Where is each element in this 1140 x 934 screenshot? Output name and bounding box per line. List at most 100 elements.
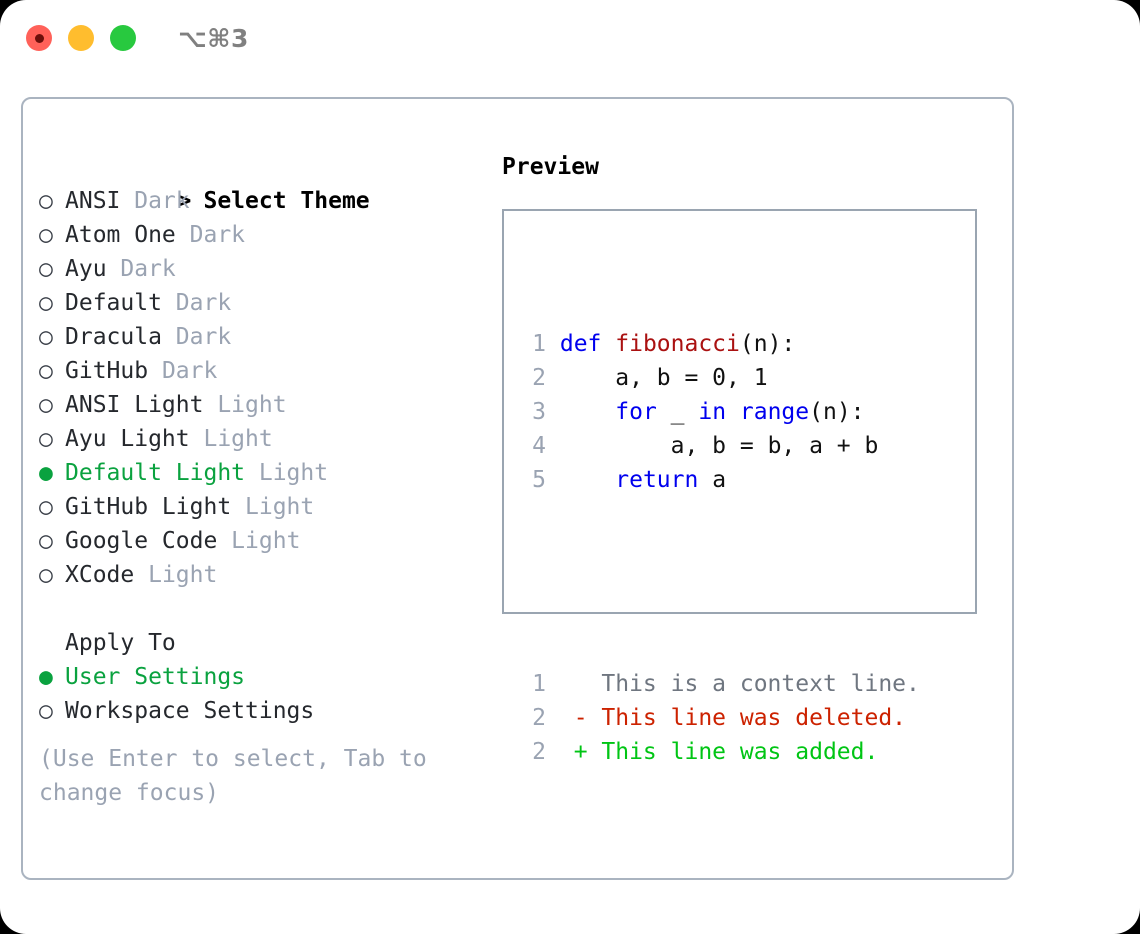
theme-item-variant-tag: Dark (161, 324, 232, 350)
theme-item-label: Dracula (65, 324, 162, 350)
theme-list-item[interactable]: ● Default Light Light (39, 456, 499, 490)
code-token: (n): (739, 331, 796, 357)
code-token (560, 399, 615, 425)
diff-line-number: 1 (532, 671, 546, 697)
code-token: a, b = b, a + b (559, 433, 879, 459)
theme-list-item[interactable]: ○ Atom One Dark (39, 218, 499, 252)
diff-line: 1 This is a context line. (518, 667, 920, 701)
code-line: 3 for _ in range(n): (518, 395, 920, 429)
code-line-number: 5 (532, 467, 546, 493)
theme-list-item[interactable]: ○ANSI Dark (39, 184, 499, 218)
apply-to-heading: Apply To (65, 630, 176, 656)
apply-to-option[interactable]: ○ Workspace Settings (39, 694, 499, 728)
diff-sign (546, 671, 601, 697)
theme-item-variant-tag: Light (203, 392, 287, 418)
diff-sign: + (546, 739, 602, 765)
radio-selected-icon[interactable]: ● (39, 460, 53, 486)
code-token: def (559, 331, 616, 357)
theme-item-variant-tag: Light (134, 562, 218, 588)
radio-unselected-icon[interactable]: ○ (39, 358, 53, 384)
theme-item-label: Default Light (65, 460, 246, 486)
code-line: 4 a, b = b, a + b (518, 429, 920, 463)
theme-item-label: Ayu Light (65, 426, 190, 452)
code-token: a (698, 467, 727, 493)
cursor-arrow-icon: > (177, 188, 192, 214)
theme-item-variant-tag: Dark (161, 290, 232, 316)
traffic-light-buttons (26, 25, 136, 51)
radio-unselected-icon[interactable]: ○ (39, 494, 53, 520)
minimize-button-icon[interactable] (68, 25, 94, 51)
apply-to-option-label: Workspace Settings (65, 698, 315, 724)
theme-item-variant-tag: Dark (120, 188, 190, 214)
code-line-number: 2 (532, 365, 546, 391)
close-button-icon[interactable] (26, 25, 52, 51)
theme-list-item[interactable]: ○ GitHub Light Light (39, 490, 499, 524)
radio-unselected-icon[interactable]: ○ (39, 290, 53, 316)
radio-unselected-icon[interactable]: ○ (39, 698, 53, 724)
code-token: return (615, 467, 699, 493)
theme-picker-column: >Select Theme ○ANSI Dark○Atom One Dark○A… (39, 150, 499, 810)
theme-item-label: GitHub (65, 358, 149, 384)
theme-list-item[interactable]: ○ Dracula Dark (39, 320, 499, 354)
diff-text: This line was deleted. (601, 705, 907, 731)
select-theme-heading: > Select Theme (39, 150, 499, 214)
radio-unselected-icon[interactable]: ○ (39, 256, 53, 282)
theme-list-item[interactable]: ○ GitHub Dark (39, 354, 499, 388)
radio-selected-icon[interactable]: ● (39, 664, 53, 690)
diff-line: 2 - This line was deleted. (518, 701, 920, 735)
diff-line-number: 2 (532, 705, 546, 731)
radio-unselected-icon[interactable]: ○ (39, 392, 53, 418)
theme-list-item[interactable]: ○ XCode Light (39, 558, 499, 592)
code-token: for (615, 399, 657, 425)
diff-text: This line was added. (601, 739, 879, 765)
diff-sign: - (546, 705, 602, 731)
code-line-number: 4 (532, 433, 546, 459)
code-token: (n): (809, 399, 865, 425)
theme-list-item[interactable]: ○ Default Dark (39, 286, 499, 320)
theme-item-variant-tag: Light (231, 494, 315, 520)
theme-item-variant-tag: Dark (148, 358, 218, 384)
radio-unselected-icon[interactable]: ○ (39, 562, 53, 588)
theme-item-label: Default (65, 290, 162, 316)
code-token: fibonacci (615, 331, 740, 357)
apply-to-option[interactable]: ●User Settings (39, 660, 499, 694)
preview-column: Preview 1 def fibonacci(n):2 a, b = 0, 1… (502, 150, 1002, 765)
maximize-button-icon[interactable] (110, 25, 136, 51)
code-line-number: 3 (532, 399, 546, 425)
radio-unselected-icon[interactable]: ○ (39, 528, 53, 554)
theme-item-label: ANSI Light (65, 392, 204, 418)
code-token: _ (656, 399, 699, 425)
theme-list-item[interactable]: ○Google Code Light (39, 524, 499, 558)
theme-item-label: XCode (65, 562, 135, 588)
apply-to-list: ●User Settings ○ Workspace Settings (39, 660, 499, 728)
diff-text: This is a context line. (601, 671, 920, 697)
code-token: in range (698, 399, 810, 425)
close-pip (34, 33, 44, 43)
select-theme-heading-label: Select Theme (203, 188, 370, 214)
diff-sample: 1 This is a context line.2 - This line w… (518, 667, 920, 769)
code-token: a, b = 0, 1 (559, 365, 768, 391)
theme-item-variant-tag: Light (189, 426, 273, 452)
diff-line: 2 + This line was added. (518, 735, 920, 769)
theme-item-label: Atom One (65, 222, 176, 248)
main-panel: >Select Theme ○ANSI Dark○Atom One Dark○A… (21, 97, 1014, 880)
radio-unselected-icon[interactable]: ○ (39, 324, 53, 350)
radio-unselected-icon[interactable]: ○ (39, 426, 53, 452)
theme-item-variant-tag: Dark (106, 256, 176, 282)
radio-unselected-icon[interactable]: ○ (39, 188, 53, 214)
theme-item-label: GitHub Light (65, 494, 232, 520)
code-line: 1 def fibonacci(n): (518, 327, 920, 361)
theme-list-item[interactable]: ○ Ayu Light Light (39, 422, 499, 456)
keyboard-shortcut-label: ⌥⌘3 (178, 23, 249, 53)
theme-item-variant-tag: Light (217, 528, 301, 554)
theme-list-item[interactable]: ○Ayu Dark (39, 252, 499, 286)
radio-unselected-icon[interactable]: ○ (39, 222, 53, 248)
theme-item-variant-tag: Light (245, 460, 329, 486)
theme-item-variant-tag: Dark (175, 222, 246, 248)
theme-list-item[interactable]: ○ ANSI Light Light (39, 388, 499, 422)
list-spacer (39, 592, 499, 626)
code-sample: 1 def fibonacci(n): 2 a, b = 0, 1 3 for _ … (518, 327, 920, 497)
